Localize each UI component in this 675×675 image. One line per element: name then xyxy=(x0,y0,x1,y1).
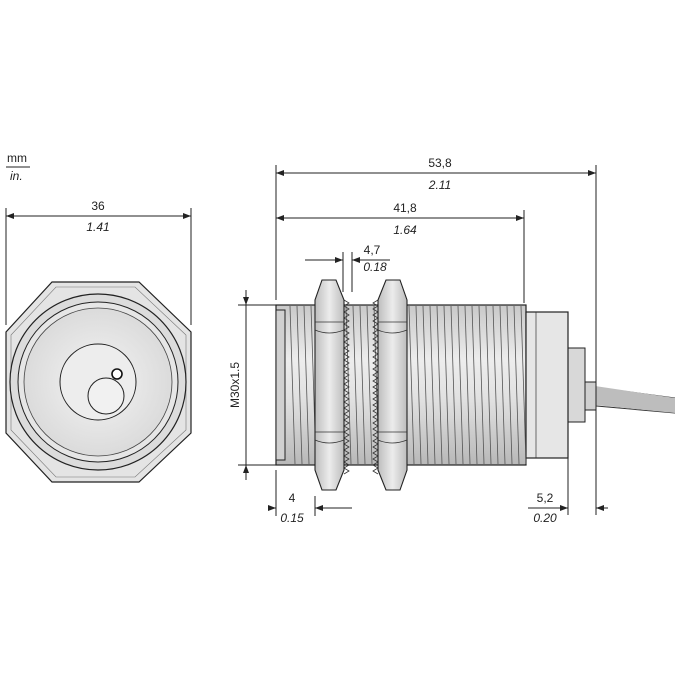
rear-offset-mm: 5,2 xyxy=(537,491,554,505)
threaded-length-dimension: 41,8 1.64 xyxy=(276,201,525,303)
body-rear-section xyxy=(525,311,569,459)
rear-lock-nut xyxy=(377,279,408,491)
front-width-dimension: 36 1.41 xyxy=(5,199,192,325)
front-width-mm: 36 xyxy=(91,199,105,213)
nut-width-in: 0.18 xyxy=(363,260,387,274)
overall-length-dimension: 53,8 2.11 xyxy=(275,156,597,515)
thread-diameter-dimension: M30x1.5 xyxy=(228,290,282,480)
overall-length-in: 2.11 xyxy=(428,178,451,192)
front-lock-nut xyxy=(314,279,345,491)
rear-offset-dimension: 5,2 0.20 xyxy=(528,425,608,525)
threaded-length-mm: 41,8 xyxy=(393,201,417,215)
side-view: 53,8 2.11 41,8 1.64 4,7 0.18 xyxy=(228,156,675,525)
rear-cap xyxy=(566,347,586,423)
led-lens xyxy=(87,377,125,415)
nut-width-dimension: 4,7 0.18 xyxy=(305,243,390,292)
units-legend: mm in. xyxy=(6,151,30,183)
overall-length-mm: 53,8 xyxy=(428,156,452,170)
nut-thread-teeth xyxy=(343,299,379,475)
front-offset-dimension: 4 0.15 xyxy=(268,470,352,525)
nut-width-mm: 4,7 xyxy=(364,243,381,257)
cable xyxy=(581,381,675,414)
unit-mm-label: mm xyxy=(7,151,27,165)
unit-in-label: in. xyxy=(10,169,23,183)
front-offset-mm: 4 xyxy=(289,491,296,505)
front-view: 36 1.41 xyxy=(5,199,192,483)
threaded-length-in: 1.64 xyxy=(393,223,417,237)
front-offset-in: 0.15 xyxy=(280,511,304,525)
rear-offset-in: 0.20 xyxy=(533,511,557,525)
thread-spec-label: M30x1.5 xyxy=(228,362,242,408)
front-width-in: 1.41 xyxy=(86,220,109,234)
led-indicator xyxy=(111,368,123,380)
